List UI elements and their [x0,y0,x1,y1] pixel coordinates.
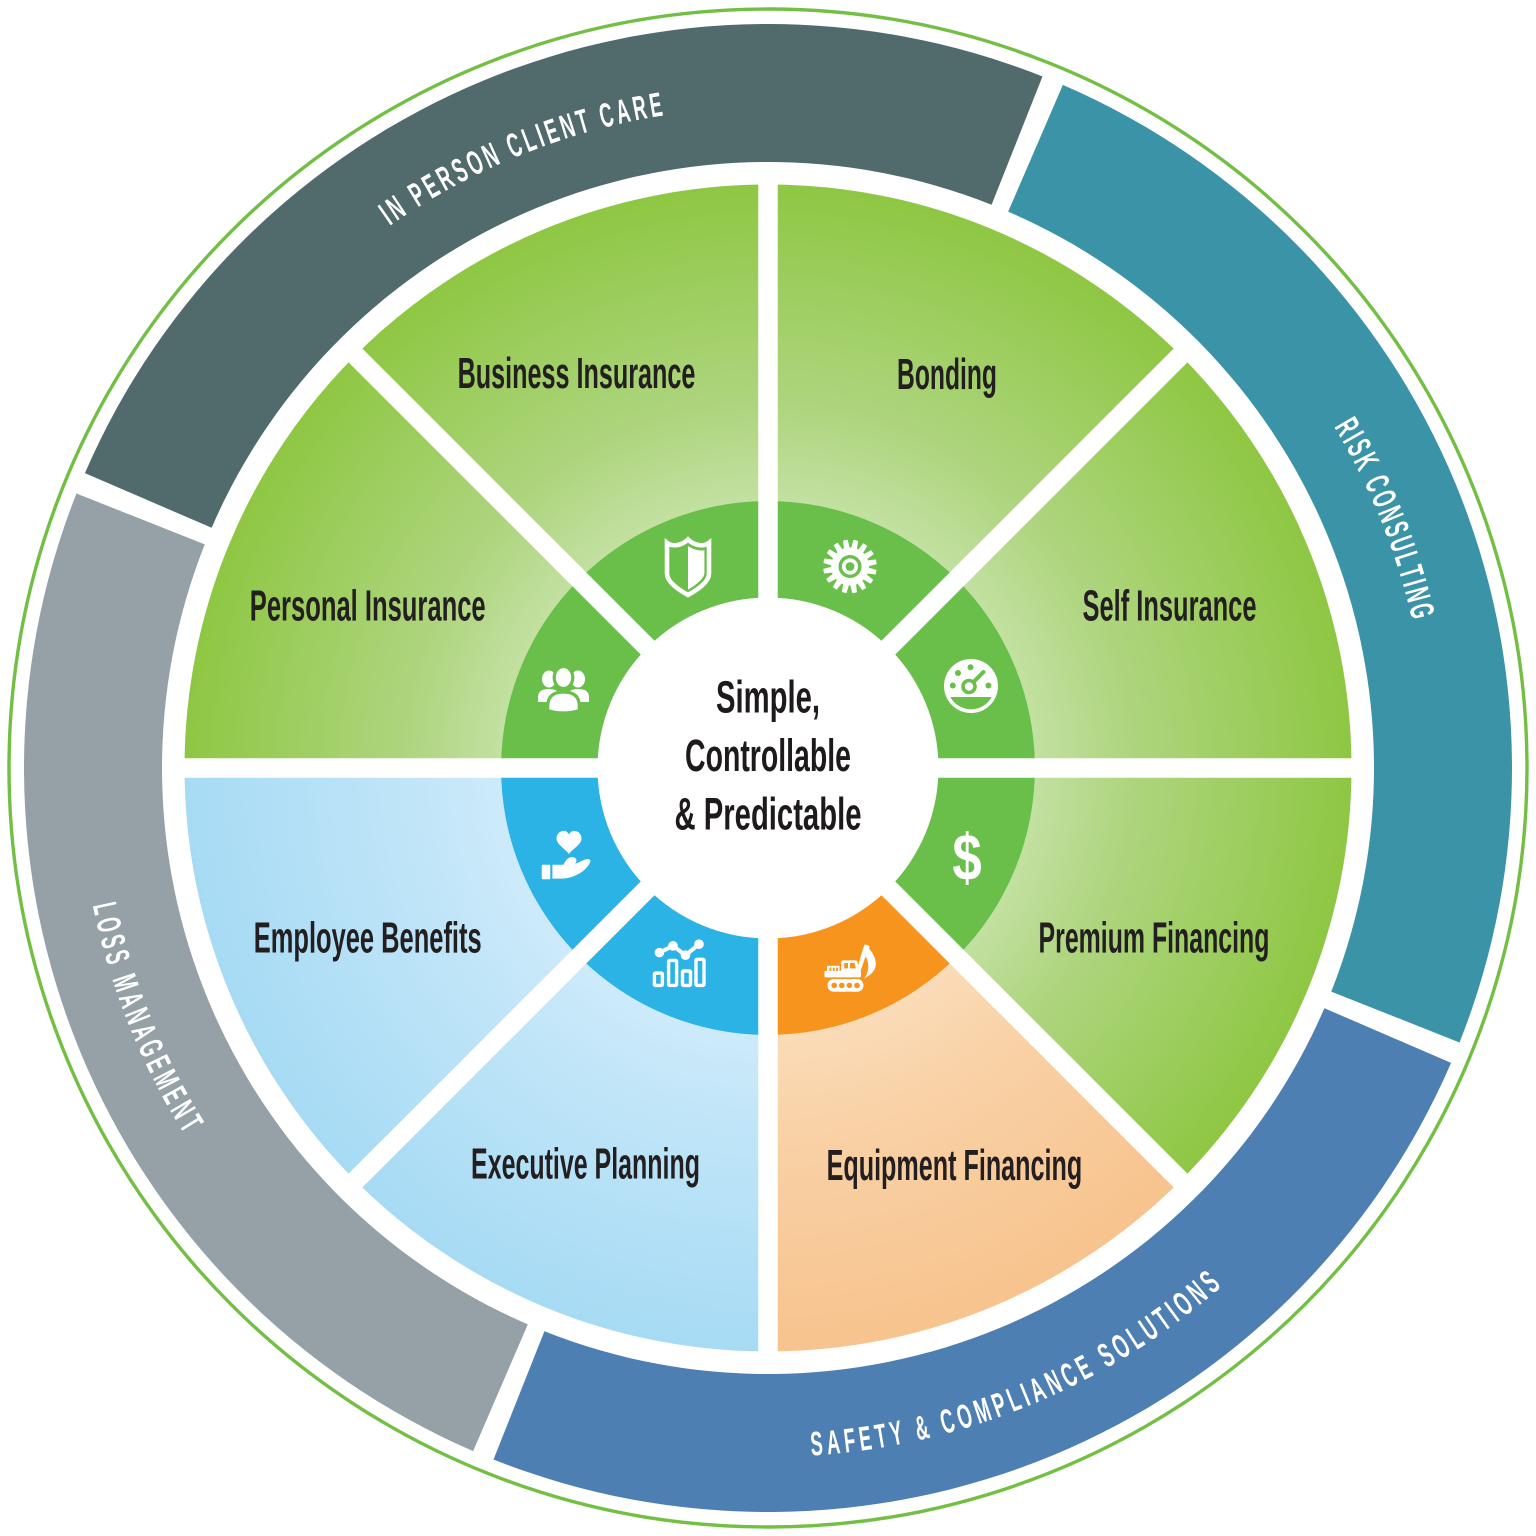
svg-text:Employee Benefits: Employee Benefits [254,912,482,962]
svg-text:Premium Financing: Premium Financing [1039,913,1270,962]
svg-text:$: $ [952,820,981,894]
svg-text:F: F [842,1420,858,1460]
svg-text:Controllable: Controllable [685,730,851,780]
svg-text:Equipment Financing: Equipment Financing [827,1141,1083,1190]
svg-text:S: S [809,1424,824,1463]
svg-text:Personal Insurance: Personal Insurance [250,580,486,630]
svg-text:E: E [856,1418,874,1458]
svg-text:Business Insurance: Business Insurance [458,349,696,398]
svg-text:Self Insurance: Self Insurance [1083,580,1257,630]
svg-text:A: A [825,1422,842,1462]
svg-text:Bonding: Bonding [897,350,997,399]
svg-text:& Predictable: & Predictable [675,790,862,840]
svg-text:Executive Planning: Executive Planning [471,1139,700,1188]
svg-text:Simple,: Simple, [716,673,820,723]
